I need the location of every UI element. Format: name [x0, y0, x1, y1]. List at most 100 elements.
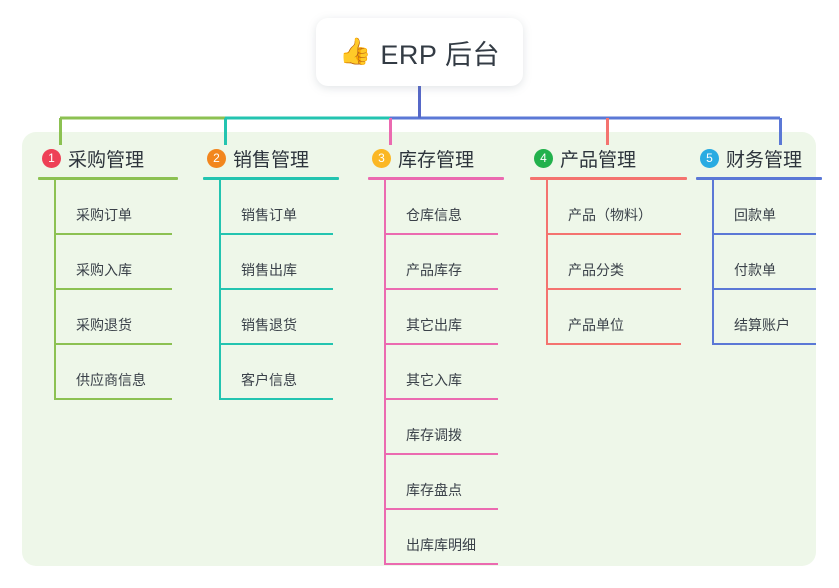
leaf-node-label: 仓库信息	[406, 207, 462, 223]
leaf-node-label: 采购入库	[76, 262, 132, 278]
leaf-node[interactable]: 销售订单	[219, 180, 339, 235]
branch-number-badge: 2	[207, 148, 226, 168]
leaf-node[interactable]: 产品单位	[546, 290, 687, 345]
leaf-node-underline	[219, 233, 333, 235]
leaf-node-label: 销售订单	[241, 207, 297, 223]
branch-children: 仓库信息产品库存其它出库其它入库库存调拨库存盘点出库库明细	[368, 180, 504, 565]
leaf-node-label: 回款单	[734, 207, 776, 223]
branch-number-badge: 1	[42, 148, 61, 168]
branch-header-1[interactable]: 1 采购管理	[38, 145, 178, 171]
leaf-node-underline	[384, 453, 498, 455]
leaf-node-label: 出库库明细	[406, 537, 476, 553]
thumbs-up-icon: 👍	[339, 37, 372, 67]
leaf-node-label: 其它入库	[406, 372, 462, 388]
branch-children: 采购订单采购入库采购退货供应商信息	[38, 180, 178, 400]
leaf-node-underline	[54, 233, 172, 235]
leaf-node[interactable]: 采购订单	[54, 180, 178, 235]
leaf-node-underline	[384, 233, 498, 235]
leaf-node-underline	[712, 288, 816, 290]
leaf-node-label: 产品库存	[406, 262, 462, 278]
leaf-node[interactable]: 产品分类	[546, 235, 687, 290]
leaf-node[interactable]: 结算账户	[712, 290, 822, 345]
leaf-node[interactable]: 销售退货	[219, 290, 339, 345]
leaf-node-underline	[384, 343, 498, 345]
branch-column-5: 5 财务管理回款单付款单结算账户	[696, 145, 822, 345]
branch-underline	[530, 177, 687, 180]
leaf-node-underline	[54, 398, 172, 400]
leaf-node-label: 其它出库	[406, 317, 462, 333]
leaf-node[interactable]: 采购入库	[54, 235, 178, 290]
root-node-label: ERP 后台	[380, 39, 500, 70]
leaf-node-underline	[546, 233, 681, 235]
branch-title: 产品管理	[560, 149, 637, 171]
leaf-node-underline	[54, 288, 172, 290]
leaf-node-label: 付款单	[734, 262, 776, 278]
leaf-node-underline	[384, 398, 498, 400]
leaf-node-underline	[712, 343, 816, 345]
leaf-node-underline	[219, 288, 333, 290]
branch-spine	[712, 180, 714, 345]
leaf-node-label: 销售退货	[241, 317, 297, 333]
branch-underline	[368, 177, 504, 180]
leaf-node[interactable]: 销售出库	[219, 235, 339, 290]
branch-header-4[interactable]: 4 产品管理	[530, 145, 687, 171]
leaf-node[interactable]: 产品库存	[384, 235, 504, 290]
diagram-background-panel	[22, 132, 816, 566]
root-node[interactable]: 👍 ERP 后台	[316, 18, 523, 86]
branch-title: 库存管理	[398, 149, 475, 171]
leaf-node-underline	[219, 398, 333, 400]
leaf-node-underline	[384, 563, 498, 565]
branch-number-badge: 5	[700, 148, 719, 168]
leaf-node-label: 库存盘点	[406, 482, 462, 498]
branch-column-4: 4 产品管理产品（物料） 产品分类产品单位	[530, 145, 687, 345]
leaf-node[interactable]: 库存调拨	[384, 400, 504, 455]
leaf-node-label: 产品单位	[568, 317, 624, 333]
leaf-node-label: 采购订单	[76, 207, 132, 223]
leaf-node-underline	[712, 233, 816, 235]
leaf-node[interactable]: 其它入库	[384, 345, 504, 400]
branch-spine	[54, 180, 56, 400]
branch-spine	[546, 180, 548, 345]
leaf-node-underline	[219, 343, 333, 345]
leaf-node[interactable]: 采购退货	[54, 290, 178, 345]
leaf-node-label: 库存调拨	[406, 427, 462, 443]
branch-children: 销售订单销售出库销售退货客户信息	[203, 180, 339, 400]
leaf-node[interactable]: 付款单	[712, 235, 822, 290]
branch-title: 财务管理	[726, 149, 803, 171]
branch-title: 采购管理	[68, 149, 145, 171]
leaf-node-underline	[546, 343, 681, 345]
branch-title: 销售管理	[233, 149, 310, 171]
branch-column-1: 1 采购管理采购订单采购入库采购退货供应商信息	[38, 145, 178, 400]
leaf-node-label: 客户信息	[241, 372, 297, 388]
leaf-node-label: 销售出库	[241, 262, 297, 278]
leaf-node[interactable]: 客户信息	[219, 345, 339, 400]
leaf-node[interactable]: 其它出库	[384, 290, 504, 345]
branch-children: 产品（物料） 产品分类产品单位	[530, 180, 687, 345]
leaf-node-underline	[384, 288, 498, 290]
branch-header-5[interactable]: 5 财务管理	[696, 145, 822, 171]
branch-header-2[interactable]: 2 销售管理	[203, 145, 339, 171]
leaf-node[interactable]: 回款单	[712, 180, 822, 235]
leaf-node[interactable]: 仓库信息	[384, 180, 504, 235]
branch-spine	[384, 180, 386, 565]
leaf-node-label: 结算账户	[734, 317, 790, 333]
branch-number-badge: 4	[534, 148, 553, 168]
leaf-node-label: 产品（物料）	[568, 207, 652, 223]
leaf-node[interactable]: 供应商信息	[54, 345, 178, 400]
branch-column-2: 2 销售管理销售订单销售出库销售退货客户信息	[203, 145, 339, 400]
branch-children: 回款单付款单结算账户	[696, 180, 822, 345]
leaf-node[interactable]: 产品（物料）	[546, 180, 687, 235]
branch-spine	[219, 180, 221, 400]
branch-underline	[38, 177, 178, 180]
leaf-node-label: 供应商信息	[76, 372, 146, 388]
leaf-node[interactable]: 出库库明细	[384, 510, 504, 565]
leaf-node[interactable]: 库存盘点	[384, 455, 504, 510]
leaf-node-label: 产品分类	[568, 262, 624, 278]
leaf-node-underline	[384, 508, 498, 510]
leaf-node-underline	[54, 343, 172, 345]
leaf-node-underline	[546, 288, 681, 290]
